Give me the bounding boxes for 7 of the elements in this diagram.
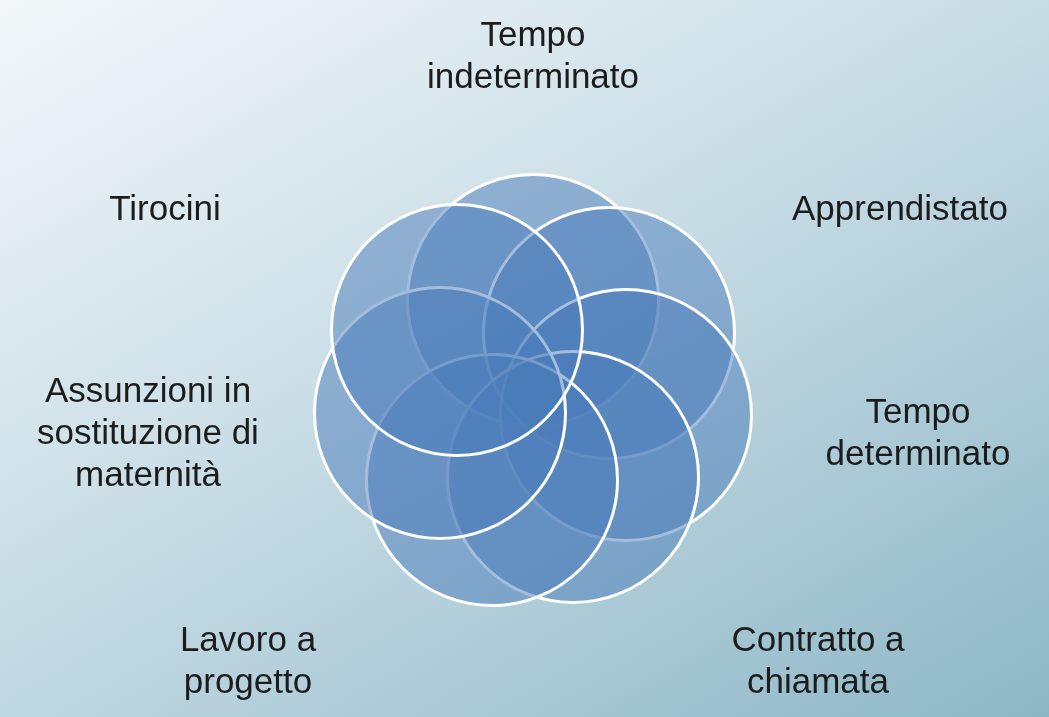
- circle-caption: Apprendistato: [791, 187, 1009, 229]
- circle-caption: Tirocini: [108, 187, 222, 229]
- circle-caption: Tempo indeterminato: [425, 13, 641, 97]
- circle-caption: Tempo determinato: [824, 390, 1012, 474]
- circle-caption: Lavoro a progetto: [178, 618, 318, 702]
- circle-caption: Contratto a chiamata: [730, 618, 906, 702]
- circle-caption: Assunzioni in sostituzione di maternità: [36, 369, 260, 495]
